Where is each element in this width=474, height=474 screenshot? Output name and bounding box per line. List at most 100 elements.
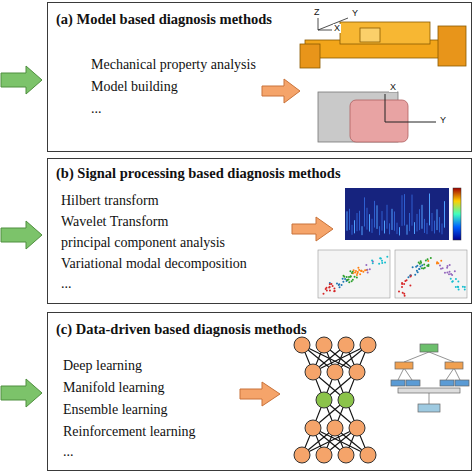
illustration-part [418,268,420,270]
illustration-part [398,290,400,292]
axis-label: X [333,24,341,33]
illustration-part [394,211,395,230]
illustration-part [404,368,412,380]
illustration-part [395,362,413,369]
illustration-part [350,275,352,277]
illustration-part [442,267,444,269]
illustration-part [372,262,374,264]
illustration-part [429,194,430,226]
method-item: Wavelet Transform [61,214,168,230]
illustration-part [362,271,364,273]
illustration-part [399,227,400,235]
illustration-part [403,283,405,285]
illustration-part [323,256,466,297]
method-item: ... [91,101,102,117]
method-item: Mechanical property analysis [91,57,256,73]
illustration-part [318,30,332,31]
illustration-part [372,219,373,233]
illustration-part [391,380,405,386]
illustration-part [294,337,310,353]
illustration-part [409,275,411,277]
illustration-part [421,267,423,269]
illustration-part [350,100,408,142]
illustration-part [356,272,358,274]
illustration-part [377,205,378,229]
illustration-part [351,280,353,282]
illustration-part [354,272,356,274]
illustration-part [432,213,433,231]
illustration-part [338,337,354,353]
illustration-part [446,271,448,273]
illustration-part [404,194,405,225]
illustration-part [406,380,420,386]
illustration-part [464,286,466,288]
illustration-part [382,211,383,231]
illustration-part [424,219,425,233]
illustration-part [401,283,403,285]
illustration-part [349,364,365,380]
illustration-part [333,288,335,290]
illustration-part [316,392,332,408]
illustration-part [406,279,408,281]
illustration-part [343,276,345,278]
illustration-part [407,225,408,235]
illustration-part [397,223,398,234]
illustration-part [402,195,403,226]
section-model [318,92,436,142]
illustration-part [440,260,442,262]
illustration-part [451,281,453,283]
illustration-part [423,264,425,266]
illustration-part [341,284,343,286]
illustration-part [414,222,415,234]
method-item: Variational modal decomposition [61,256,247,272]
illustration-part [347,194,445,236]
illustration-part [338,284,340,286]
illustration-part [384,261,386,263]
illustration-part [387,205,388,229]
illustration-part [316,447,332,463]
method-panel: (c) Data-driven based diagnosis methodsD… [47,312,472,471]
illustration-part [455,380,469,386]
illustration-part [352,225,353,235]
illustration-part [328,286,330,288]
illustration-part [450,273,452,275]
illustration-part [427,260,429,262]
axis-label: Y [351,9,359,18]
illustration-part [325,288,327,290]
axis-label: Z [313,8,321,17]
illustration-part [410,275,412,277]
illustration-part [415,266,417,268]
illustration-part [346,276,348,278]
illustration-part [454,270,456,272]
illustration-part [359,273,361,275]
illustration-part [457,286,459,288]
illustration-part [369,268,371,270]
illustration-part [446,267,448,269]
illustration-part [398,368,404,380]
illustration-part [429,352,454,362]
illustration-part [300,44,320,68]
illustration-part [342,281,344,283]
method-item: Hilbert transform [61,193,159,209]
illustration-part [339,286,341,288]
illustration-part [416,270,418,272]
scatter-plot [318,250,467,298]
illustration-part [449,271,451,273]
illustration-part [365,264,367,266]
method-item: Model building [91,79,178,95]
illustration-part [410,275,412,277]
illustration-part [403,293,405,295]
illustration-part [345,188,449,240]
illustration-part [332,285,334,287]
illustration-part [262,79,300,103]
illustration-part [367,208,368,230]
illustration-part [357,213,358,231]
illustration-part [318,18,319,30]
axis-label: X [389,83,397,92]
illustration-part [457,281,459,283]
illustration-part [439,265,441,267]
illustration-part [342,278,344,280]
illustration-part [427,265,429,267]
panel-title: (c) Data-driven based diagnosis methods [56,321,307,338]
